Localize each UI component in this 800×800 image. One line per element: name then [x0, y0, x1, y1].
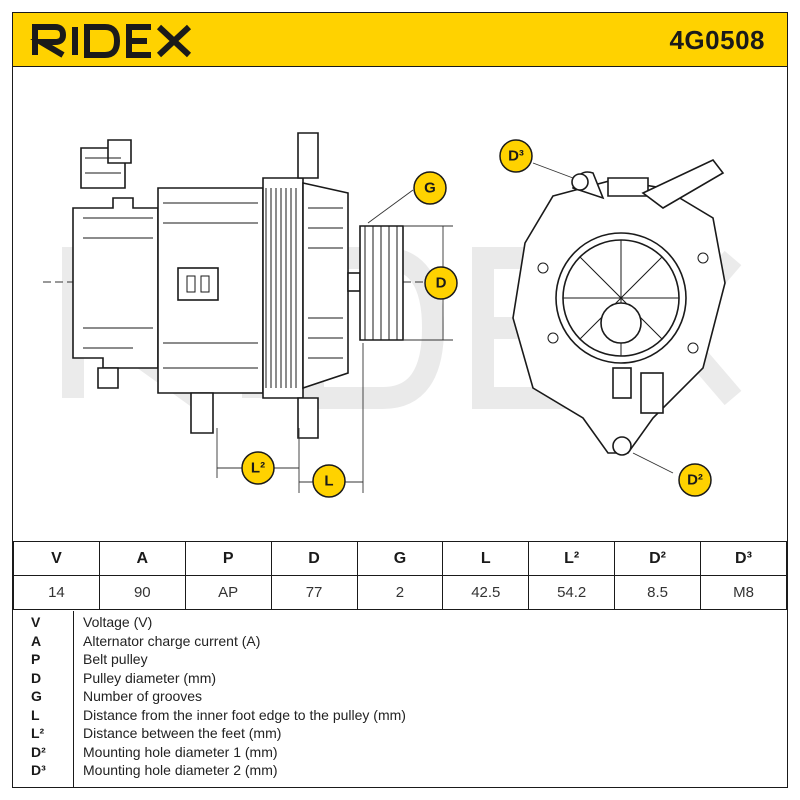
legend-desc: Alternator charge current (A) [83, 632, 261, 649]
sheet-frame [12, 67, 788, 788]
spec-header: L [442, 541, 530, 576]
legend-desc: Voltage (V) [83, 614, 153, 630]
spec-value: 8.5 [614, 575, 701, 610]
legend-code: P [31, 651, 41, 667]
badge-d3: D³ [499, 139, 533, 173]
legend-code: G [31, 688, 42, 704]
svg-text:L²: L² [251, 460, 265, 477]
alternator-front-view [512, 159, 726, 474]
legend-row: D² Mounting hole diameter 1 (mm) [13, 744, 787, 763]
legend-row: D³ Mounting hole diameter 2 (mm) [13, 762, 787, 781]
ridex-logo [30, 24, 192, 58]
spec-header: L² [528, 541, 616, 576]
spec-header: D [270, 541, 358, 576]
legend-row: G Number of grooves [13, 688, 787, 707]
svg-text:L: L [324, 473, 333, 490]
legend-desc: Distance from the inner foot edge to the… [83, 706, 406, 723]
badge-l: L [312, 464, 346, 498]
legend-row: D Pulley diameter (mm) [13, 670, 787, 689]
spec-value: 77 [270, 575, 358, 610]
alternator-drawing: G D L² L D³ D² [43, 132, 742, 498]
legend-desc: Mounting hole diameter 2 (mm) [83, 762, 278, 778]
part-number: 4G0508 [669, 25, 765, 55]
spec-value-row: 14 90 AP 77 2 42.5 54.2 8.5 M8 [13, 575, 787, 610]
legend-row: A Alternator charge current (A) [13, 633, 787, 652]
header-bar: 4G0508 [12, 12, 788, 67]
legend-row: P Belt pulley [13, 651, 787, 670]
legend-desc: Number of grooves [83, 688, 203, 704]
legend-code: D [31, 669, 42, 686]
spec-header: D³ [700, 541, 787, 576]
spec-header: G [356, 541, 444, 576]
legend: V Voltage (V) A Alternator charge curren… [13, 611, 787, 787]
legend-code: A [31, 632, 42, 649]
legend-code: L [31, 706, 40, 723]
legend-divider [73, 611, 74, 787]
spec-value: 42.5 [442, 575, 530, 610]
badge-g: G [413, 171, 447, 205]
legend-row: L² Distance between the feet (mm) [13, 725, 787, 744]
spec-header: V [13, 541, 100, 576]
spec-value: AP [184, 575, 272, 610]
spec-value: 2 [356, 575, 444, 610]
spec-value: M8 [700, 575, 787, 610]
legend-desc: Distance between the feet (mm) [83, 725, 282, 741]
legend-desc: Pulley diameter (mm) [83, 669, 217, 686]
spec-table: V A P D G L L² D² D³ 14 90 AP 77 2 42.5 … [13, 541, 787, 610]
badge-l2: L² [241, 451, 275, 485]
spec-value: 54.2 [528, 575, 616, 610]
spec-header: P [184, 541, 272, 576]
svg-text:G: G [424, 180, 436, 197]
legend-code: D² [31, 743, 46, 760]
spec-value: 90 [98, 575, 186, 610]
legend-row: L Distance from the inner foot edge to t… [13, 707, 787, 726]
svg-text:D²: D² [687, 472, 703, 489]
badge-d: D [424, 266, 458, 300]
legend-desc: Mounting hole diameter 1 (mm) [83, 743, 278, 760]
legend-code: D³ [31, 762, 46, 778]
spec-header: A [98, 541, 186, 576]
legend-row: V Voltage (V) [13, 614, 787, 633]
svg-text:D: D [436, 275, 447, 292]
badge-d2: D² [678, 463, 712, 497]
legend-code: V [31, 614, 41, 630]
spec-header: D² [614, 541, 701, 576]
legend-desc: Belt pulley [83, 651, 148, 667]
spec-header-row: V A P D G L L² D² D³ [13, 541, 787, 576]
legend-code: L² [31, 725, 45, 741]
alternator-side-view [43, 132, 453, 493]
svg-text:D³: D³ [508, 148, 524, 165]
spec-value: 14 [13, 575, 100, 610]
